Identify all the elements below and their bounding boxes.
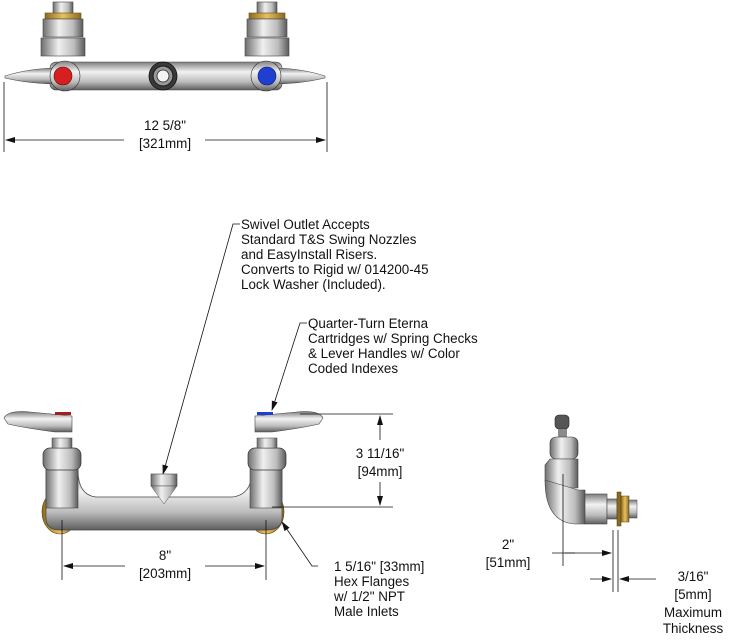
thickness-dimension: [590, 530, 656, 592]
center-dimension: [61, 520, 267, 580]
offset-dim-metric: [51mm]: [485, 555, 531, 570]
cartridge-callout: Quarter-Turn Eterna Cartridges w/ Spring…: [308, 316, 478, 376]
width-dim-imperial: 12 5/8": [144, 118, 186, 133]
cartridge-leader: [271, 322, 307, 411]
front-right-lever: [254, 411, 324, 433]
height-dim-metric: [94mm]: [357, 464, 403, 479]
hot-index-icon: [53, 66, 73, 86]
front-left-lever: [3, 411, 73, 433]
width-dim-metric: [321mm]: [138, 136, 192, 151]
height-dimension: [272, 413, 393, 508]
swivel-outlet-callout: Swivel Outlet Accepts Standard T&S Swing…: [241, 217, 429, 292]
thickness-dim-metric: [5mm]: [674, 587, 712, 602]
hex-flange-callout: 1 5/16" [33mm] Hex Flanges w/ 1/2" NPT M…: [334, 559, 425, 619]
outlet-front: [150, 473, 178, 487]
swivel-leader: [162, 223, 240, 475]
top-view-faucet: [4, 1, 326, 92]
offset-dimension: [552, 474, 614, 592]
offset-dim-imperial: 2": [501, 537, 515, 552]
cold-index-icon: [257, 66, 277, 86]
thickness-dim-imperial: 3/16": [677, 569, 709, 584]
flange-leader: [281, 521, 318, 567]
thickness-note-1: Maximum: [663, 605, 723, 620]
front-view-faucet: [3, 411, 324, 535]
side-view-faucet: [544, 414, 638, 527]
height-dim-imperial: 3 11/16": [355, 446, 405, 461]
center-dim-imperial: 8": [158, 548, 172, 563]
center-dim-metric: [203mm]: [138, 566, 192, 581]
left-riser: [40, 1, 86, 57]
right-riser: [244, 1, 290, 57]
width-dimension: [3, 82, 328, 152]
thickness-note-2: Thickness: [662, 621, 724, 636]
